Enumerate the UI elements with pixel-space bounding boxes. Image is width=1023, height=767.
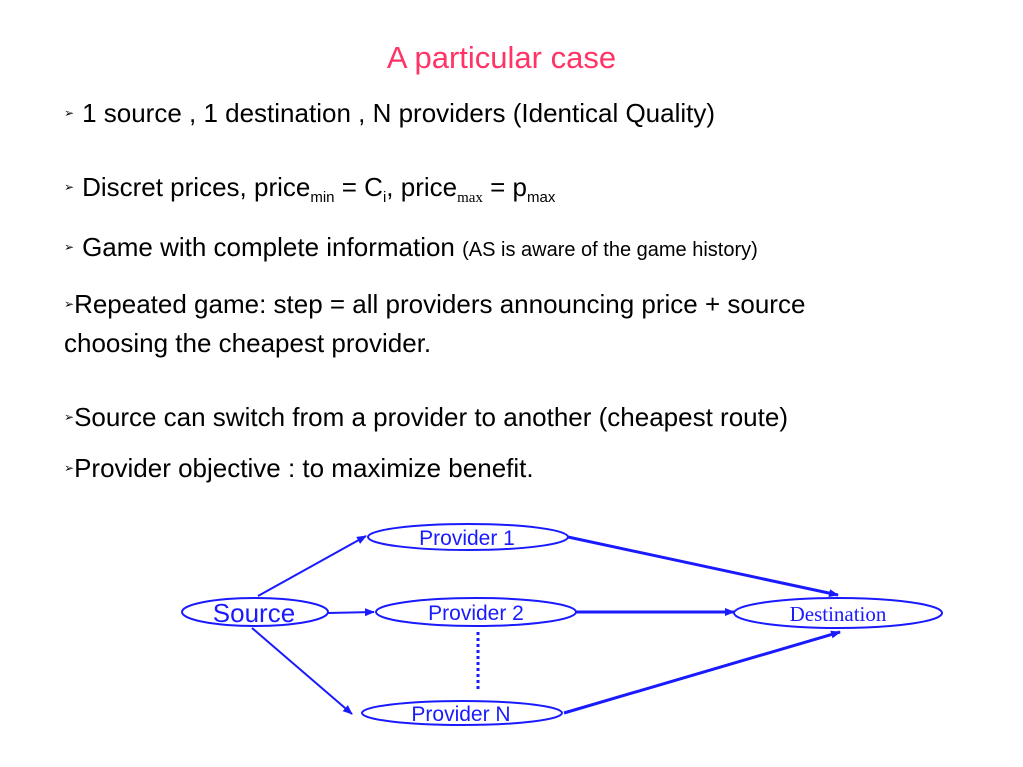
node-provider2: Provider 2 [375,597,577,627]
node-source: Source [181,597,329,628]
edge-source-provider1 [257,535,367,597]
slide-title: A particular case [386,40,617,75]
bullet-2-pre: Discret prices, price [82,172,311,202]
bullet-1: ➢ 1 source , 1 destination , N providers … [64,95,715,134]
node-destination-label: Destination [790,602,887,626]
bullet-arrow-icon: ➢ [64,409,75,424]
bullet-3-text: Game with complete information [82,232,463,262]
bullet-5-text: Source can switch from a provider to ano… [74,402,788,432]
bullet-2-sub-max: max [457,190,483,206]
bullet-arrow-icon: ➢ [64,179,75,194]
node-providerN-label: Provider N [411,703,510,726]
node-provider1: Provider 1 [367,523,569,551]
node-providerN: Provider N [361,700,563,726]
bullet-arrow-icon: ➢ [64,239,75,254]
bullet-2-sub-pmax: max [527,189,556,206]
bullet-4-line-2: choosing the cheapest provider. [64,327,432,358]
edge-source-provider2 [327,608,375,617]
bullet-2: ➢Discret prices, pricemin = Ci, pricemax… [64,169,555,211]
bullet-2-sub-i: i [382,189,387,206]
node-destination: Destination [733,597,943,629]
bullet-6-text: Provider objective : to maximize benefit… [74,453,534,483]
edge-providerN-destination [563,630,841,715]
bullet-2-mid3: = p [482,172,528,202]
node-provider2-label: Provider 2 [428,602,524,625]
node-source-label: Source [213,598,295,628]
bullet-3: ➢ Game with complete information (AS is a… [64,229,758,269]
bullet-arrow-icon: ➢ [64,105,75,120]
bullet-2-mid1: = C [334,172,383,202]
bullet-4: ➢Repeated game: step = all providers ann… [64,286,805,362]
bullet-arrow-icon: ➢ [64,296,75,311]
bullet-2-mid2: , price [386,172,458,202]
bullet-5: ➢Source can switch from a provider to an… [64,399,788,438]
edge-provider1-destination [567,535,839,598]
bullet-6: ➢Provider objective : to maximize benefi… [64,450,534,489]
edge-source-providerN [251,627,353,715]
bullet-4-line-1: Repeated game: step = all providers anno… [74,289,806,319]
bullet-3-note: (AS is aware of the game history) [462,239,758,261]
bullet-1-text: 1 source , 1 destination , N providers (… [82,98,716,128]
bullet-2-sub-min: min [310,189,335,206]
bullet-arrow-icon: ➢ [64,460,75,475]
node-provider1-label: Provider 1 [419,527,515,550]
